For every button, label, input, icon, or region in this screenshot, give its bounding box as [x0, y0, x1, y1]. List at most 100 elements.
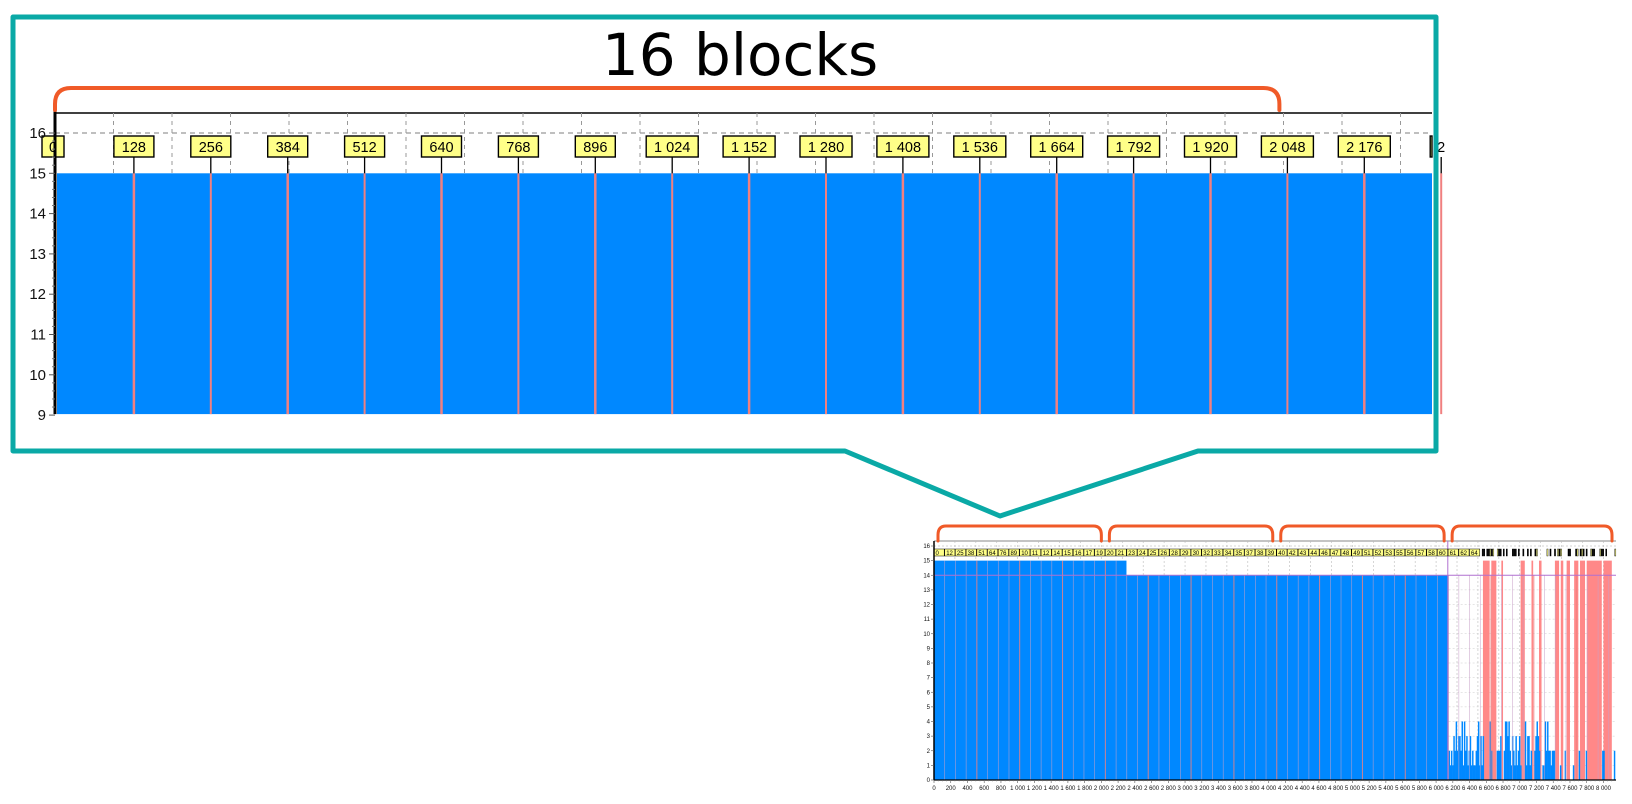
block-offset-label: 62 [1460, 551, 1467, 557]
x-tick-label: 4 600 [1311, 786, 1327, 792]
tail-bar [1520, 765, 1522, 780]
block-offset-label: 43 [1300, 551, 1307, 557]
block-offset-label: 55 [1396, 551, 1403, 557]
tail-bar [1529, 765, 1531, 780]
block-bracket [936, 524, 1103, 543]
block-offset-label: 47 [1332, 551, 1339, 557]
tail-bar [1572, 765, 1575, 780]
x-tick-label: 400 [962, 786, 973, 792]
tail-bar [1456, 750, 1459, 780]
block-offset-label: 48 [1343, 551, 1350, 557]
x-tick-label: 3 600 [1228, 786, 1244, 792]
block-offset-label-box [1515, 548, 1517, 557]
block-offset-label-box [1487, 548, 1490, 557]
block-offset-label-box [1527, 548, 1529, 557]
block-offset-label: 768 [506, 140, 530, 156]
block-offset-label-box [1492, 548, 1495, 557]
block-offset-label: 42 [1289, 551, 1296, 557]
tail-bar [1462, 765, 1465, 780]
x-tick-label: 7 800 [1579, 786, 1595, 792]
x-tick-label: 4 000 [1261, 786, 1277, 792]
block-offset-label-box [1536, 548, 1538, 557]
tail-bar [1530, 750, 1533, 780]
free-range [1586, 560, 1602, 780]
block-offset-label-box [1308, 548, 1320, 557]
block-offset-label: 1 792 [1115, 140, 1151, 156]
tail-bar [1564, 750, 1567, 780]
block-offset-label-box [1469, 548, 1481, 557]
tail-bar [1534, 750, 1536, 780]
tail-bar [1547, 721, 1549, 780]
block-offset-label-box [1513, 548, 1516, 557]
block-offset-label: 14 [1053, 551, 1060, 557]
tail-bar [1503, 750, 1506, 780]
tail-bar [1548, 750, 1550, 780]
x-tick-label: 5 400 [1378, 786, 1394, 792]
tail-bar [1513, 750, 1515, 780]
tail-bar [1525, 765, 1528, 780]
free-range [1520, 560, 1525, 780]
x-tick-label: 1 000 [1010, 786, 1026, 792]
x-tick-label: 6 600 [1479, 786, 1495, 792]
block-offset-label-box [1222, 548, 1234, 557]
x-tick-label: 1 200 [1027, 786, 1043, 792]
block-offset-label-box [1008, 548, 1020, 557]
tail-bar [1524, 721, 1527, 780]
block-offset-label-box [267, 135, 309, 158]
block-offset-label: 61 [1450, 551, 1457, 557]
block-offset-label: 1 024 [654, 140, 690, 156]
block-offset-label: 24 [1139, 551, 1146, 557]
tail-bar [1554, 750, 1556, 780]
block-offset-label: 46 [1321, 551, 1328, 557]
block-offset-label-box [1614, 548, 1617, 557]
y-tick-label: 3 [927, 734, 931, 740]
block-offset-label-box [1029, 135, 1084, 158]
block-offset-label-box [1405, 548, 1416, 557]
tail-bar [1489, 721, 1492, 780]
block-offset-label-box [1498, 548, 1501, 557]
block-offset-label-box [953, 135, 1007, 158]
y-tick-label: 7 [927, 676, 931, 682]
y-tick-label: 2 [927, 749, 931, 755]
tail-bar [1613, 750, 1616, 780]
block-offset-label-box [1137, 548, 1148, 557]
free-range [1560, 560, 1564, 780]
block-offset-label-box [1489, 548, 1492, 557]
block-offset-label: 640 [429, 140, 453, 156]
y-tick-label: 10 [923, 632, 930, 638]
block-offset-label: 25 [1150, 551, 1157, 557]
block-offset-label-box [1190, 548, 1202, 557]
block-offset-label-box [998, 548, 1009, 557]
block-offset-label: 26 [1160, 551, 1167, 557]
block-offset-label-box [1557, 548, 1559, 557]
block-offset-label-box [1362, 548, 1373, 557]
block-offset-label-box [1593, 548, 1595, 557]
tail-bar [1538, 750, 1541, 780]
block-offset-label: 1 280 [808, 140, 844, 156]
block-offset-label-box [1585, 548, 1588, 557]
tail-bar [1474, 765, 1476, 780]
block-offset-label-box [1483, 548, 1485, 557]
tail-bar [1508, 721, 1510, 780]
free-range [1566, 560, 1570, 780]
block-offset-label-box [1415, 548, 1427, 557]
tail-bar [1499, 750, 1501, 780]
y-tick-label: 14 [29, 206, 46, 223]
block-offset-label-box [1437, 548, 1448, 557]
block-offset-label-box [1549, 548, 1552, 557]
tail-bar [1475, 750, 1478, 780]
block-offset-label: 52 [1375, 551, 1382, 557]
tail-bar [1497, 750, 1500, 780]
block-offset-label-box [1183, 135, 1238, 158]
tail-bar [1448, 750, 1451, 780]
block-offset-label-box [1554, 548, 1556, 557]
block-offset-label-box [1180, 548, 1191, 557]
x-tick-label: 4 800 [1328, 786, 1344, 792]
tail-bar [1602, 750, 1604, 780]
tail-bar [1459, 736, 1461, 780]
block-offset-label: 32 [1203, 551, 1210, 557]
x-tick-label: 600 [979, 786, 990, 792]
y-tick-label: 4 [927, 720, 931, 726]
x-tick-label: 7 200 [1529, 786, 1545, 792]
